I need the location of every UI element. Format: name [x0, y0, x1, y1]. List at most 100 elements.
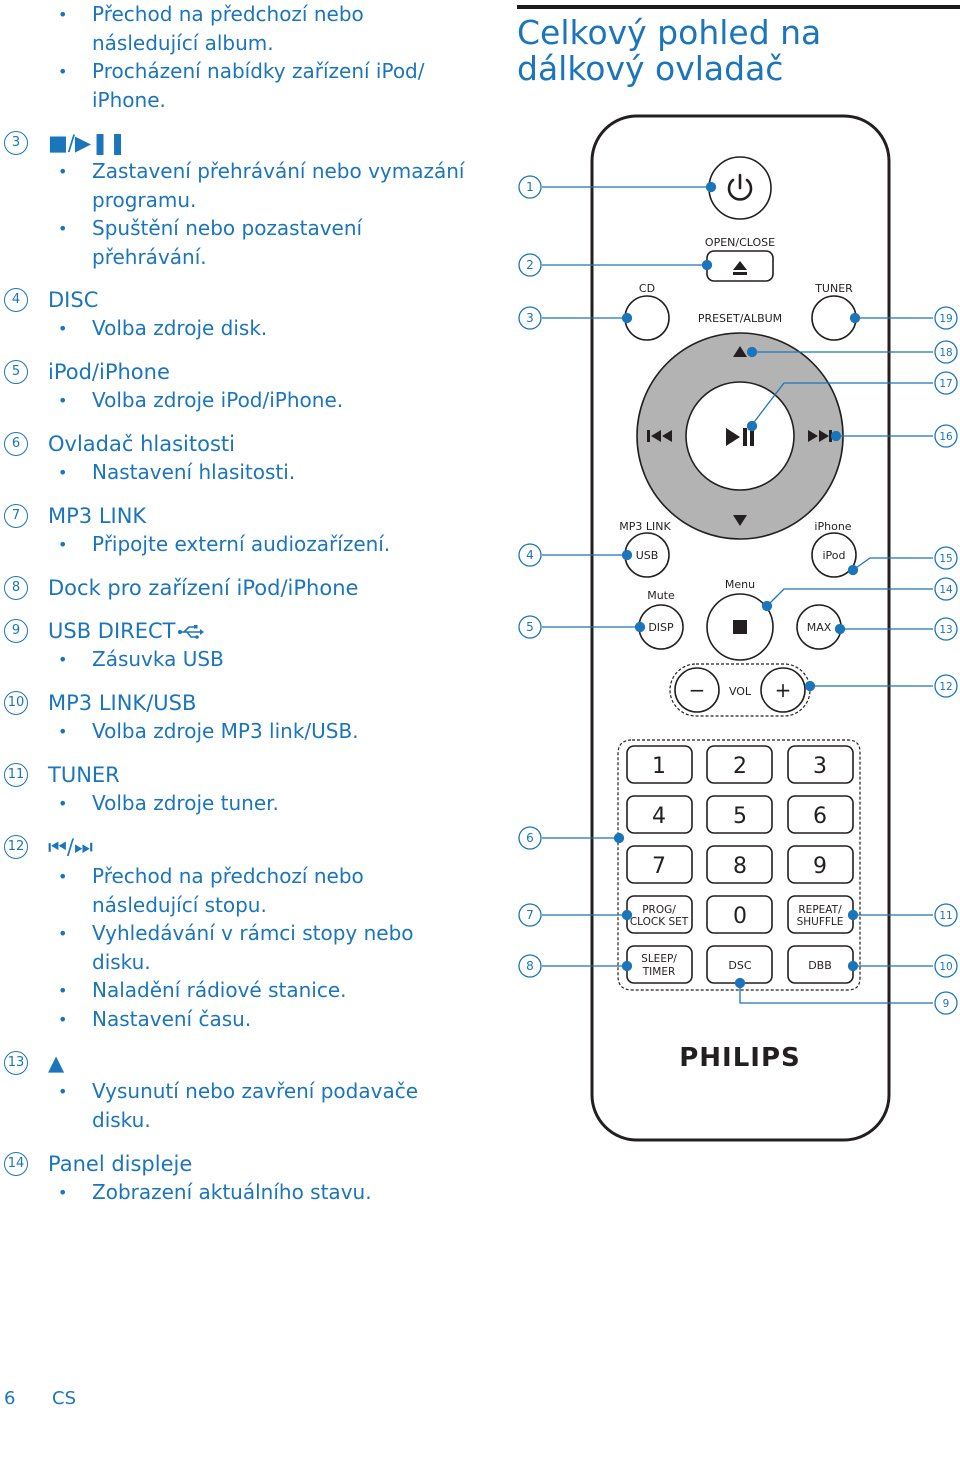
up-arrow-icon[interactable]: [733, 346, 747, 357]
callout-number: 9: [943, 998, 950, 1010]
item-4: 4 DISC: [0, 285, 500, 315]
item-12-bullet-3: Nastavení času.: [58, 1005, 472, 1034]
item-6: 6 Ovladač hlasitosti: [0, 429, 500, 459]
item-12-bullet-0: Přechod na předchozí nebo následující st…: [58, 862, 452, 920]
mute-label: Mute: [647, 589, 675, 602]
sleep-label-line2: TIMER: [642, 966, 676, 978]
callout-circle-16: [934, 424, 958, 448]
prog-clock-set-button[interactable]: PROG/ CLOCK SET: [626, 895, 693, 934]
item-title: Dock pro zařízení iPod/iPhone: [48, 576, 359, 600]
down-arrow-icon[interactable]: [733, 515, 747, 526]
callout-number: 2: [526, 258, 534, 272]
item-title: MP3 LINK/USB: [48, 691, 197, 715]
page-number: 6: [4, 1388, 16, 1409]
digit-label: 5: [733, 804, 747, 829]
callout-circle-11: [934, 903, 958, 927]
dsc-button[interactable]: DSC: [706, 945, 773, 984]
stop-button[interactable]: [706, 593, 774, 661]
menu-label: Menu: [725, 578, 755, 591]
digit-key-6[interactable]: 6: [787, 795, 854, 834]
digit-key-9[interactable]: 9: [787, 845, 854, 884]
disp-button[interactable]: DISP: [638, 604, 684, 650]
digit-key-1[interactable]: 1: [626, 745, 693, 784]
item-number: 11: [4, 763, 28, 787]
item-title: USB DIRECT: [48, 616, 204, 646]
item-11-bullet-0: Volba zdroje tuner.: [58, 789, 472, 818]
digit-label: 0: [733, 904, 747, 929]
item-number: 9: [4, 619, 28, 643]
item-title-text: USB DIRECT: [48, 619, 176, 643]
callout-circle-6: [518, 826, 542, 850]
item-7: 7 MP3 LINK: [0, 501, 500, 531]
power-button[interactable]: [708, 156, 772, 220]
callout-number: 5: [526, 620, 534, 634]
callout-number: 11: [939, 910, 952, 922]
dpad[interactable]: [636, 332, 844, 540]
volume-up-button[interactable]: +: [760, 667, 806, 713]
vol-label: VOL: [729, 685, 752, 698]
callout-number: 3: [526, 311, 534, 325]
callout-dot-9: [734, 977, 746, 989]
cd-label: CD: [639, 282, 655, 295]
disp-button-label: DISP: [648, 621, 674, 634]
digit-label: 4: [652, 804, 666, 829]
callout-dot-11: [847, 909, 859, 921]
callout-dot-16: [830, 430, 842, 442]
item-5-bullet-0: Volba zdroje iPod/iPhone.: [58, 386, 472, 415]
dbb-button[interactable]: DBB: [787, 945, 854, 984]
volume-down-button[interactable]: −: [674, 667, 720, 713]
volume-group-outline: [669, 663, 811, 717]
item-title: ▲: [48, 1051, 65, 1075]
digit-key-2[interactable]: 2: [706, 745, 773, 784]
item-10: 10 MP3 LINK/USB: [0, 688, 500, 718]
item-12-bullet-1: Vyhledávání v rámci stopy nebo disku.: [58, 919, 452, 977]
digit-key-3[interactable]: 3: [787, 745, 854, 784]
callout-number: 7: [526, 908, 534, 922]
callout-number: 6: [526, 831, 534, 845]
eject-icon: [733, 261, 747, 275]
callout-number: 12: [939, 681, 952, 693]
callout-circle-8: [518, 954, 542, 978]
bullet-continued-1: Procházení nabídky zařízení iPod/ iPhone…: [58, 57, 452, 115]
digit-key-0[interactable]: 0: [706, 895, 773, 934]
callout-dot-10: [847, 960, 859, 972]
digit-key-7[interactable]: 7: [626, 845, 693, 884]
callout-dot-15: [847, 564, 859, 576]
max-button-label: MAX: [807, 621, 832, 634]
play-pause-icon[interactable]: [726, 428, 754, 446]
open-close-label: OPEN/CLOSE: [705, 236, 775, 249]
item-14-bullet-0: Zobrazení aktuálního stavu.: [58, 1178, 472, 1207]
callout-circle-3: [518, 306, 542, 330]
next-icon[interactable]: [808, 430, 832, 442]
item-number: 12: [4, 835, 28, 859]
digit-key-4[interactable]: 4: [626, 795, 693, 834]
previous-icon[interactable]: [647, 430, 672, 442]
item-number: 8: [4, 576, 28, 600]
digit-key-8[interactable]: 8: [706, 845, 773, 884]
item-7-bullet-0: Připojte externí audiozařízení.: [58, 530, 472, 559]
digit-key-5[interactable]: 5: [706, 795, 773, 834]
repeat-shuffle-button[interactable]: REPEAT/ SHUFFLE: [787, 895, 854, 934]
callout-circle-17: [934, 371, 958, 395]
ipod-button[interactable]: iPod: [811, 532, 857, 578]
callout-circle-15: [934, 546, 958, 570]
digit-label: 2: [733, 754, 747, 779]
callout-dot-17: [746, 420, 758, 432]
digit-label: 1: [652, 754, 666, 779]
callout-dot-2: [701, 259, 713, 271]
sleep-timer-button[interactable]: SLEEP/ TIMER: [626, 945, 693, 984]
item-14: 14 Panel displeje: [0, 1149, 500, 1179]
max-button[interactable]: MAX: [796, 604, 842, 650]
item-3: 3 ■/▶❚❚: [0, 128, 500, 158]
ipod-button-label: iPod: [822, 549, 845, 562]
repeat-label-line2: SHUFFLE: [797, 916, 844, 928]
tuner-button[interactable]: [811, 295, 857, 341]
callout-dot-12: [804, 680, 816, 692]
callout-dot-5: [634, 621, 646, 633]
open-close-button[interactable]: [706, 250, 774, 282]
callout-circle-18: [934, 340, 958, 364]
item-8: 8 Dock pro zařízení iPod/iPhone: [0, 573, 500, 603]
callout-dot-8: [621, 960, 633, 972]
callout-dot-13: [834, 623, 846, 635]
section-rule: [517, 5, 960, 9]
